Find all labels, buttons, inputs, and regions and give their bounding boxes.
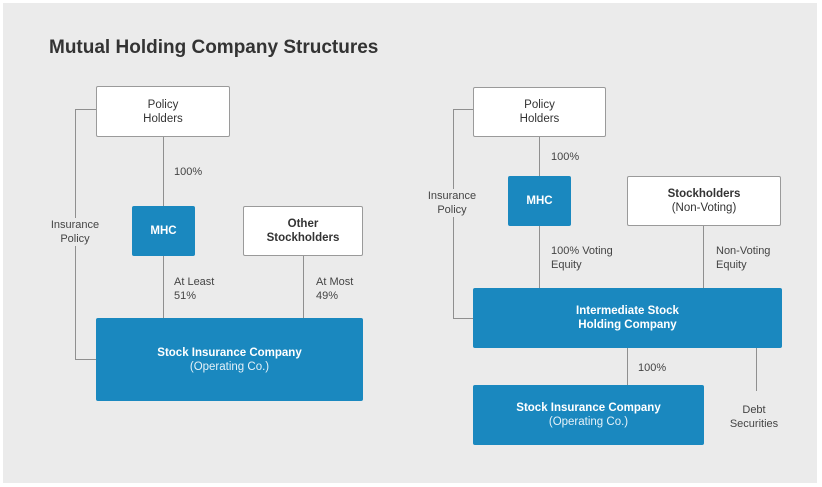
right-non-voting-equity-line2: Equity (716, 259, 747, 271)
right-insurance-policy-line1: Insurance (427, 190, 477, 202)
right-mhc-box: MHC (508, 176, 571, 226)
right-policy-holders-line2: Holders (519, 113, 560, 125)
right-insurance-policy-line2: Policy (437, 204, 467, 216)
connector-left-insurance-bottom (75, 359, 97, 360)
left-100-percent-label: 100% (174, 166, 203, 178)
left-policy-holders-line1: Policy (147, 98, 179, 111)
left-at-least-line2: 51% (174, 290, 197, 302)
page-title: Mutual Holding Company Structures (49, 37, 379, 58)
left-policy-holders-line2: Holders (143, 112, 183, 125)
connector-right-intermediate-stock (627, 348, 628, 385)
connector-right-stockholders-intermediate (703, 226, 704, 288)
right-voting-equity-line1: 100% Voting (551, 245, 613, 257)
right-mhc-label: MHC (526, 195, 553, 207)
right-intermediate-box: Intermediate Stock Holding Company (473, 288, 782, 348)
left-other-stockholders-line2: Stockholders (266, 232, 340, 244)
right-debt-securities-label: Debt Securities (722, 403, 786, 431)
left-stock-insurance-sub: (Operating Co.) (189, 360, 270, 373)
right-non-voting-equity-label: Non-Voting Equity (716, 244, 770, 272)
right-intermediate-line2: Holding Company (578, 319, 677, 331)
right-intermediate-line1: Intermediate Stock (576, 305, 679, 317)
connector-left-policy-mhc (163, 137, 164, 206)
connector-right-debt (756, 348, 757, 391)
left-mhc-label: MHC (150, 225, 177, 237)
left-insurance-policy-line2: Policy (60, 233, 90, 245)
right-insurance-policy-label: Insurance Policy (420, 189, 484, 217)
left-at-least-label: At Least 51% (174, 275, 214, 303)
right-voting-equity-line2: Equity (551, 259, 582, 271)
right-stock-insurance-name: Stock Insurance Company (516, 402, 661, 414)
connector-left-mhc-stock (163, 256, 164, 318)
left-at-most-line2: 49% (316, 290, 339, 302)
left-insurance-policy-label: Insurance Policy (44, 218, 106, 246)
connector-left-other-stock (303, 256, 304, 318)
left-policy-holders-box: Policy Holders (96, 86, 230, 137)
left-at-least-line1: At Least (174, 276, 215, 288)
left-at-most-label: At Most 49% (316, 275, 353, 303)
left-insurance-policy-line1: Insurance (50, 219, 100, 231)
right-debt-securities-line2: Securities (729, 418, 779, 430)
connector-right-mhc-intermediate (539, 226, 540, 288)
left-mhc-box: MHC (132, 206, 195, 256)
right-debt-securities-line1: Debt (742, 404, 766, 416)
right-policy-holders-box: Policy Holders (473, 87, 606, 137)
right-100-percent-top-label: 100% (551, 151, 580, 163)
right-stockholders-line2: (Non-Voting) (671, 202, 737, 214)
left-stock-insurance-box: Stock Insurance Company (Operating Co.) (96, 318, 363, 401)
left-at-most-line1: At Most (316, 276, 354, 288)
connector-right-insurance-bottom (453, 318, 473, 319)
right-policy-holders-line1: Policy (524, 99, 555, 111)
connector-right-insurance-top (453, 109, 473, 110)
right-non-voting-equity-line1: Non-Voting (716, 245, 771, 257)
right-stockholders-line1: Stockholders (667, 188, 741, 200)
right-voting-equity-label: 100% Voting Equity (551, 244, 613, 272)
right-stock-insurance-sub: (Operating Co.) (548, 416, 629, 428)
connector-left-insurance-top (75, 109, 97, 110)
right-stock-insurance-box: Stock Insurance Company (Operating Co.) (473, 385, 704, 445)
left-stock-insurance-name: Stock Insurance Company (157, 346, 302, 359)
connector-right-policy-mhc (539, 137, 540, 176)
left-other-stockholders-box: Other Stockholders (243, 206, 363, 256)
left-other-stockholders-line1: Other (287, 218, 319, 230)
right-100-percent-bottom-label: 100% (638, 362, 667, 374)
right-stockholders-box: Stockholders (Non-Voting) (627, 176, 781, 226)
